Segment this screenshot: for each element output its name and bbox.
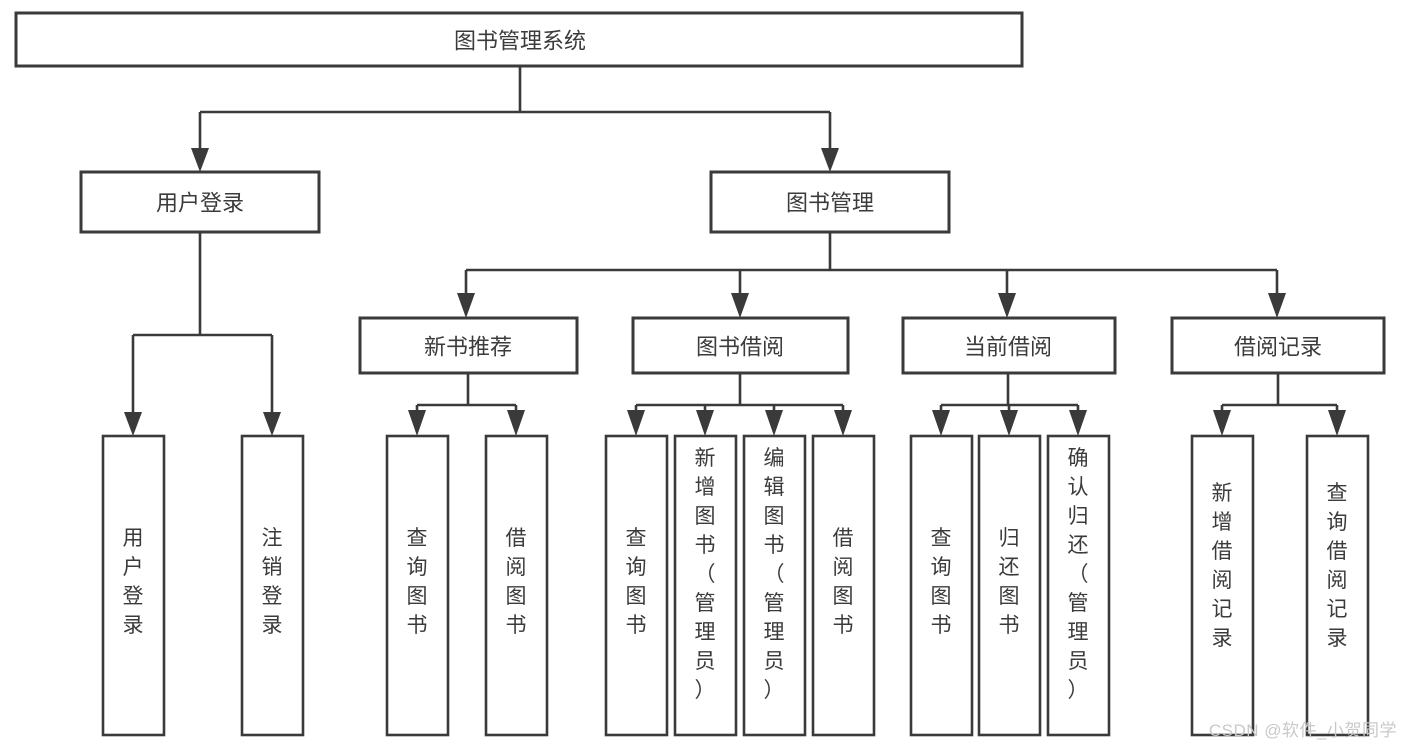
leaf-query-book-2-label: 查询图书 xyxy=(626,527,647,637)
node-user-login-box[interactable] xyxy=(79,170,321,234)
leaf-return-book-box[interactable] xyxy=(977,434,1042,737)
arrow-head-leaf-query-borrow-record xyxy=(1328,410,1346,436)
arrow-head-leaf-query-book-1 xyxy=(408,410,426,436)
node-book-manage-label: 图书管理 xyxy=(786,191,874,216)
leaf-user-login[interactable]: 用户登录 xyxy=(101,434,166,737)
leaf-borrow-book-2-label: 借阅图书 xyxy=(833,527,854,637)
connector-new-book-recommend-to-leaves xyxy=(408,373,525,436)
arrow-head-leaf-add-book-admin xyxy=(696,410,714,436)
connector-book-borrow-to-leaves xyxy=(627,373,852,436)
arrow-head-leaf-borrow-book-1 xyxy=(507,410,525,436)
node-borrow-record-box[interactable] xyxy=(1170,316,1386,375)
leaf-add-book-admin-label: 新增图书（管理员） xyxy=(695,447,716,702)
arrow-head-leaf-user-login xyxy=(124,412,142,436)
leaf-logout-login-box[interactable] xyxy=(240,434,305,737)
node-root-box[interactable] xyxy=(14,11,1024,68)
leaf-logout-login[interactable]: 注销登录 xyxy=(240,434,305,737)
arrow-head-user-login xyxy=(191,148,209,172)
node-user-login-label: 用户登录 xyxy=(156,191,244,216)
node-current-borrow-box[interactable] xyxy=(901,316,1117,375)
arrow-head-borrow-record xyxy=(1268,293,1286,318)
node-book-borrow[interactable]: 图书借阅 xyxy=(631,316,850,375)
node-root[interactable]: 图书管理系统 xyxy=(14,11,1024,68)
leaf-confirm-return-admin-label: 确认归还（管理员） xyxy=(1068,447,1089,702)
leaf-add-borrow-record[interactable]: 新增借阅记录 xyxy=(1190,434,1255,737)
node-user-login[interactable]: 用户登录 xyxy=(79,170,321,234)
node-new-book-recommend[interactable]: 新书推荐 xyxy=(358,316,579,375)
arrow-head-new-book-recommend xyxy=(457,293,475,318)
arrow-head-leaf-borrow-book-2 xyxy=(834,410,852,436)
leaf-user-login-label: 用户登录 xyxy=(123,527,144,637)
node-root-label: 图书管理系统 xyxy=(454,29,586,54)
arrow-head-book-manage xyxy=(821,148,839,172)
leaf-add-borrow-record-label: 新增借阅记录 xyxy=(1212,482,1233,650)
connector-user-login-to-leaves xyxy=(124,232,281,436)
leaf-logout-login-label: 注销登录 xyxy=(262,527,283,637)
leaf-borrow-book-1[interactable]: 借阅图书 xyxy=(484,434,549,737)
leaf-borrow-book-2[interactable]: 借阅图书 xyxy=(811,434,876,737)
arrow-head-leaf-query-book-2 xyxy=(627,410,645,436)
arrow-head-leaf-return-book xyxy=(1000,410,1018,436)
node-book-borrow-label: 图书借阅 xyxy=(696,335,784,360)
connector-borrow-record-to-leaves xyxy=(1213,373,1346,436)
leaf-confirm-return-admin[interactable]: 确认归还（管理员） xyxy=(1046,434,1111,737)
node-book-borrow-box[interactable] xyxy=(631,316,850,375)
leaf-add-borrow-record-box[interactable] xyxy=(1190,434,1255,737)
leaf-query-book-2-box[interactable] xyxy=(604,434,669,737)
arrow-head-leaf-add-borrow-record xyxy=(1213,410,1231,436)
leaf-query-borrow-record-box[interactable] xyxy=(1305,434,1370,737)
leaf-query-borrow-record-label: 查询借阅记录 xyxy=(1327,482,1348,650)
connector-current-borrow-to-leaves xyxy=(932,373,1087,436)
leaf-user-login-box[interactable] xyxy=(101,434,166,737)
arrow-head-leaf-confirm-return-admin xyxy=(1069,410,1087,436)
leaf-borrow-book-2-box[interactable] xyxy=(811,434,876,737)
node-book-manage[interactable]: 图书管理 xyxy=(709,170,951,234)
node-new-book-recommend-label: 新书推荐 xyxy=(424,335,512,360)
leaf-query-book-3-label: 查询图书 xyxy=(931,527,952,637)
arrow-head-leaf-logout-login xyxy=(263,412,281,436)
leaf-edit-book-admin-box[interactable] xyxy=(742,434,807,737)
node-new-book-recommend-box[interactable] xyxy=(358,316,579,375)
leaf-edit-book-admin[interactable]: 编辑图书（管理员） xyxy=(742,434,807,737)
node-current-borrow-label: 当前借阅 xyxy=(964,335,1052,360)
connector-book-manage-to-level3 xyxy=(457,232,1286,318)
leaf-return-book-label: 归还图书 xyxy=(999,527,1020,637)
leaf-query-book-1-box[interactable] xyxy=(385,434,450,737)
arrow-head-current-borrow xyxy=(998,293,1016,318)
leaf-query-book-1-label: 查询图书 xyxy=(407,527,428,637)
leaf-query-book-3-box[interactable] xyxy=(909,434,974,737)
leaf-query-borrow-record[interactable]: 查询借阅记录 xyxy=(1305,434,1370,737)
arrow-head-book-borrow xyxy=(731,293,749,318)
csdn-watermark: CSDN @软件_小贺同学 xyxy=(1208,721,1397,740)
arrow-head-leaf-edit-book-admin xyxy=(765,410,783,436)
leaf-add-book-admin-box[interactable] xyxy=(673,434,738,737)
leaf-borrow-book-1-label: 借阅图书 xyxy=(506,527,527,637)
leaf-query-book-1[interactable]: 查询图书 xyxy=(385,434,450,737)
node-book-manage-box[interactable] xyxy=(709,170,951,234)
node-borrow-record-label: 借阅记录 xyxy=(1234,335,1322,360)
leaf-query-book-3[interactable]: 查询图书 xyxy=(909,434,974,737)
node-current-borrow[interactable]: 当前借阅 xyxy=(901,316,1117,375)
node-borrow-record[interactable]: 借阅记录 xyxy=(1170,316,1386,375)
leaf-add-book-admin[interactable]: 新增图书（管理员） xyxy=(673,434,738,737)
leaf-query-book-2[interactable]: 查询图书 xyxy=(604,434,669,737)
connector-root-to-level2 xyxy=(191,66,839,172)
leaf-edit-book-admin-label: 编辑图书（管理员） xyxy=(764,447,785,702)
leaf-confirm-return-admin-box[interactable] xyxy=(1046,434,1111,737)
arrow-head-leaf-query-book-3 xyxy=(932,410,950,436)
leaf-return-book[interactable]: 归还图书 xyxy=(977,434,1042,737)
leaf-borrow-book-1-box[interactable] xyxy=(484,434,549,737)
